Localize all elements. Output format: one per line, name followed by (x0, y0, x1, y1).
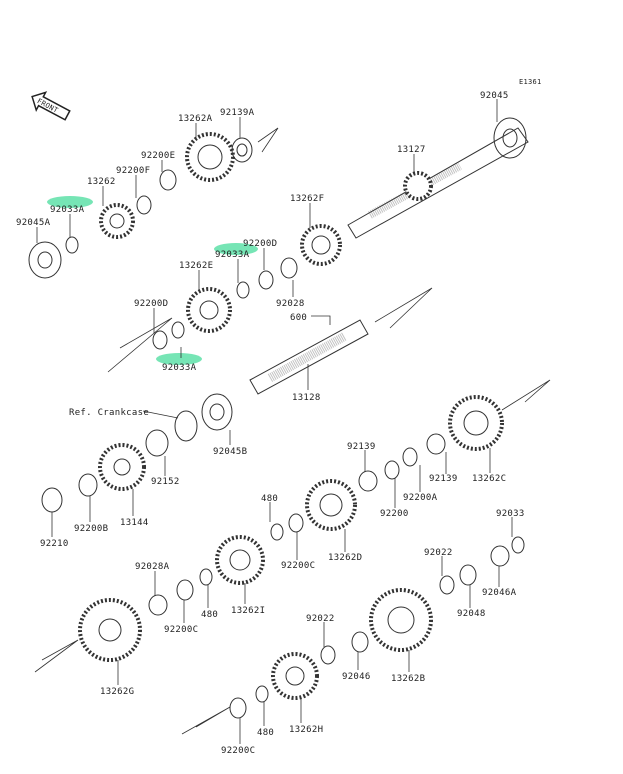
label-92200[interactable]: 92200 (380, 509, 409, 519)
label-13262F[interactable]: 13262F (290, 194, 324, 204)
label-13262H[interactable]: 13262H (289, 725, 323, 735)
highlight-92033A-2 (214, 243, 258, 255)
label-92046A[interactable]: 92046A (482, 588, 517, 598)
part-labels: 92045 13262A 92139A 92200E 92200F 13262 … (16, 91, 525, 756)
label-92139[interactable]: 92139 (429, 474, 458, 484)
label-92200D[interactable]: 92200D (134, 299, 168, 309)
highlight-92033A-1 (47, 196, 93, 208)
label-480[interactable]: 480 (261, 494, 278, 504)
label-92045B[interactable]: 92045B (213, 447, 247, 457)
label-92046[interactable]: 92046 (342, 672, 371, 682)
shaft-13127 (347, 127, 529, 239)
label-92022[interactable]: 92022 (306, 614, 335, 624)
label-480[interactable]: 480 (201, 610, 218, 620)
label-13262[interactable]: 13262 (87, 177, 116, 187)
label-13262E[interactable]: 13262E (179, 261, 213, 271)
label-92200E[interactable]: 92200E (141, 151, 175, 161)
label-13262C[interactable]: 13262C (472, 474, 506, 484)
label-92200C[interactable]: 92200C (164, 625, 198, 635)
label-92028A[interactable]: 92028A (135, 562, 170, 572)
label-92045A[interactable]: 92045A (16, 218, 51, 228)
label-92033[interactable]: 92033 (496, 509, 525, 519)
label-92200C[interactable]: 92200C (281, 561, 315, 571)
highlight-92033A-3 (156, 353, 202, 365)
label-92033A[interactable]: 92033A (215, 250, 250, 260)
bearings-washers (28, 117, 527, 719)
label-13262B[interactable]: 13262B (391, 674, 425, 684)
label-92200F[interactable]: 92200F (116, 166, 150, 176)
label-ref-crankcase[interactable]: Ref. Crankcase (69, 408, 149, 418)
label-13262G[interactable]: 13262G (100, 687, 134, 697)
shaft-13128 (249, 319, 369, 395)
label-13144[interactable]: 13144 (120, 518, 149, 528)
label-600[interactable]: 600 (290, 313, 307, 323)
highlight-marks (47, 196, 258, 365)
label-92045[interactable]: 92045 (480, 91, 509, 101)
label-92200B[interactable]: 92200B (74, 524, 108, 534)
label-13128[interactable]: 13128 (292, 393, 321, 403)
label-92139A[interactable]: 92139A (220, 108, 255, 118)
label-13127[interactable]: 13127 (397, 145, 426, 155)
label-92200C[interactable]: 92200C (221, 746, 255, 756)
label-92022[interactable]: 92022 (424, 548, 453, 558)
label-92152[interactable]: 92152 (151, 477, 180, 487)
diagram-code: E1361 (519, 78, 542, 86)
gears (78, 132, 504, 700)
leader-lines (36, 99, 513, 744)
label-92033A[interactable]: 92033A (162, 363, 197, 373)
label-92048[interactable]: 92048 (457, 609, 486, 619)
front-arrow-icon: FRONT (31, 91, 71, 121)
label-480[interactable]: 480 (257, 728, 274, 738)
label-92033A[interactable]: 92033A (50, 205, 85, 215)
label-13262D[interactable]: 13262D (328, 553, 362, 563)
label-92210[interactable]: 92210 (40, 539, 69, 549)
label-13262I[interactable]: 13262I (231, 606, 265, 616)
label-92200D[interactable]: 92200D (243, 239, 277, 249)
label-92139[interactable]: 92139 (347, 442, 376, 452)
label-13262A[interactable]: 13262A (178, 114, 213, 124)
label-92200A[interactable]: 92200A (403, 493, 438, 503)
label-92028[interactable]: 92028 (276, 299, 305, 309)
